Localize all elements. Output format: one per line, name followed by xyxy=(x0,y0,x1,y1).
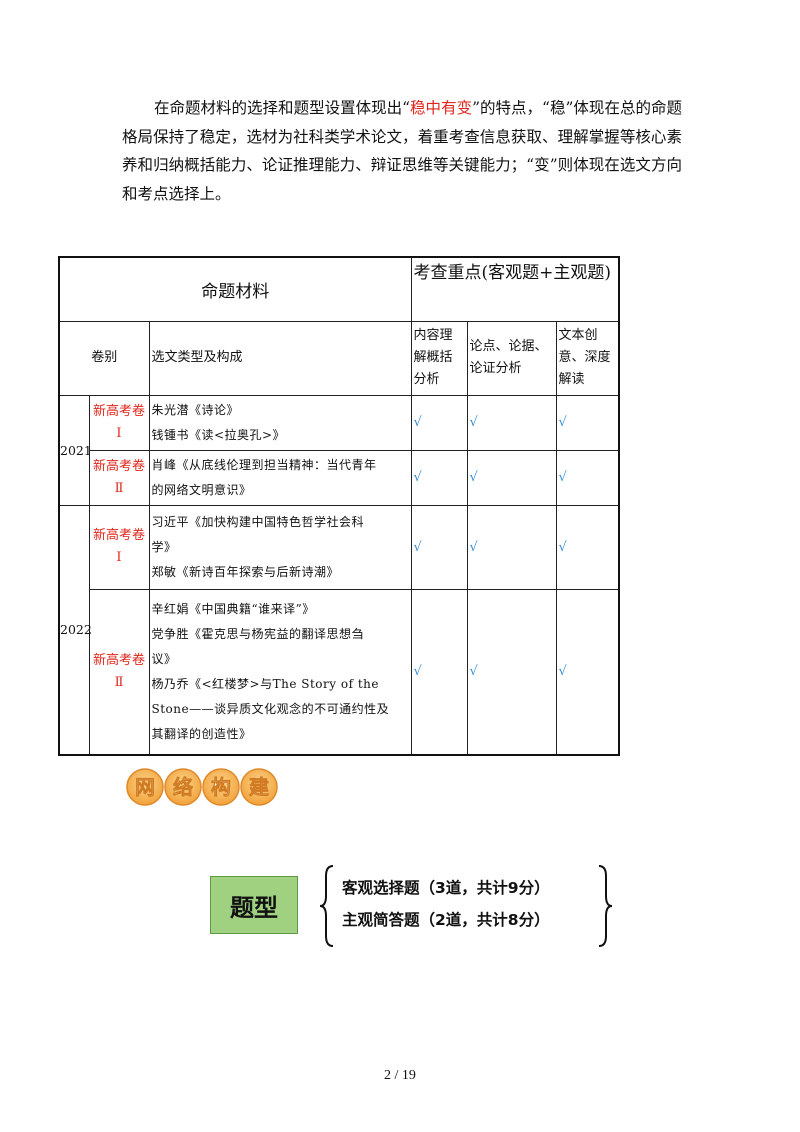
exam-material-table: 命题材料 考查重点(客观题+主观题) 卷别 选文类型及构成 内容理解概括分析 论… xyxy=(58,256,620,756)
header-material: 命题材料 xyxy=(58,256,412,322)
col-juan: 卷别 xyxy=(58,320,150,396)
subjective-question-line: 主观简答题（2道，共计8分） xyxy=(342,911,550,929)
material-line: 朱光潜《诗论》 xyxy=(151,402,240,417)
juan-number: Ⅰ xyxy=(116,425,122,441)
left-brace-icon xyxy=(319,865,334,947)
col-focus3: 文本创意、深度解读 xyxy=(555,320,620,396)
material-line: 其翻译的创造性》 xyxy=(151,726,252,741)
juan-number: Ⅱ xyxy=(114,480,124,496)
check-mark: √ xyxy=(555,588,620,756)
col-type: 选文类型及构成 xyxy=(148,320,412,396)
material-line: 议》 xyxy=(151,651,177,666)
juan-number: Ⅱ xyxy=(114,674,124,690)
check-mark: √ xyxy=(466,394,557,451)
page-number: 2 / 19 xyxy=(384,1068,416,1083)
col-focus2: 论点、论据、论证分析 xyxy=(466,320,557,396)
check-mark: √ xyxy=(555,449,620,506)
intro-highlight: 稳中有变 xyxy=(410,99,473,117)
right-brace-icon xyxy=(598,865,613,947)
material-line: 的网络文明意识》 xyxy=(151,482,252,497)
material-cell: 肖峰《从底线伦理到担当精神：当代青年 的网络文明意识》 xyxy=(148,449,412,506)
check-mark: √ xyxy=(466,588,557,756)
badge-char: 网 xyxy=(135,775,155,799)
badge-tile: 络 xyxy=(164,768,202,806)
material-line: 钱锺书《读<拉奥孔>》 xyxy=(151,427,286,442)
juan-cell: 新高考卷 Ⅰ xyxy=(88,504,150,590)
juan-cell: 新高考卷 Ⅱ xyxy=(88,449,150,506)
juan-name: 新高考卷 xyxy=(92,458,145,474)
material-cell: 习近平《加快构建中国特色哲学社会科 学》 郑敏《新诗百年探索与后新诗潮》 xyxy=(148,504,412,590)
check-mark: √ xyxy=(410,449,468,506)
network-construction-badge: 网 络 构 建 xyxy=(126,768,278,806)
juan-name: 新高考卷 xyxy=(92,652,145,668)
col-focus1: 内容理解概括分析 xyxy=(410,320,468,396)
material-cell: 朱光潜《诗论》 钱锺书《读<拉奥孔>》 xyxy=(148,394,412,451)
year-2021: 2021 xyxy=(58,394,92,506)
check-mark: √ xyxy=(410,588,468,756)
material-line: 辛红娟《中国典籍“谁来译”》 xyxy=(151,601,315,616)
material-cell: 辛红娟《中国典籍“谁来译”》 党争胜《霍克思与杨宪益的翻译思想刍 议》 杨乃乔《… xyxy=(148,588,412,756)
badge-tile: 建 xyxy=(240,768,278,806)
intro-part2: ”的特点，“稳”体现在总的命题格局保持了稳定，选材为社科类学术论文，着重考查信息… xyxy=(122,99,682,203)
material-line: 郑敏《新诗百年探索与后新诗潮》 xyxy=(151,564,340,579)
juan-cell: 新高考卷 Ⅱ xyxy=(88,588,150,756)
juan-name: 新高考卷 xyxy=(92,528,145,543)
check-mark: √ xyxy=(410,504,468,590)
question-type-label: 题型 xyxy=(210,876,298,934)
badge-tile: 构 xyxy=(202,768,240,806)
check-mark: √ xyxy=(466,504,557,590)
year-2022: 2022 xyxy=(58,504,92,756)
intro-paragraph: 在命题材料的选择和题型设置体现出“稳中有变”的特点，“稳”体现在总的命题格局保持… xyxy=(122,94,682,208)
material-line: Stone——谈异质文化观念的不可通约性及 xyxy=(151,701,390,716)
objective-question-line: 客观选择题（3道，共计9分） xyxy=(342,879,550,897)
header-focus: 考查重点(客观题+主观题) xyxy=(410,256,620,322)
intro-part1: 在命题材料的选择和题型设置体现出“ xyxy=(154,99,411,117)
badge-char: 络 xyxy=(173,775,193,799)
badge-tile: 网 xyxy=(126,768,164,806)
juan-cell: 新高考卷 Ⅰ xyxy=(88,394,150,451)
check-mark: √ xyxy=(466,449,557,506)
material-line: 肖峰《从底线伦理到担当精神：当代青年 xyxy=(151,457,377,472)
juan-name: 新高考卷 xyxy=(92,403,145,419)
check-mark: √ xyxy=(410,394,468,451)
juan-number: Ⅰ xyxy=(116,550,122,565)
badge-char: 构 xyxy=(211,775,231,799)
material-line: 习近平《加快构建中国特色哲学社会科 xyxy=(151,514,365,529)
check-mark: √ xyxy=(555,394,620,451)
material-line: 党争胜《霍克思与杨宪益的翻译思想刍 xyxy=(151,626,365,641)
material-line: 学》 xyxy=(151,539,177,554)
badge-char: 建 xyxy=(249,775,269,799)
material-line: 杨乃乔《<红楼梦>与The Story of the xyxy=(151,676,379,691)
check-mark: √ xyxy=(555,504,620,590)
